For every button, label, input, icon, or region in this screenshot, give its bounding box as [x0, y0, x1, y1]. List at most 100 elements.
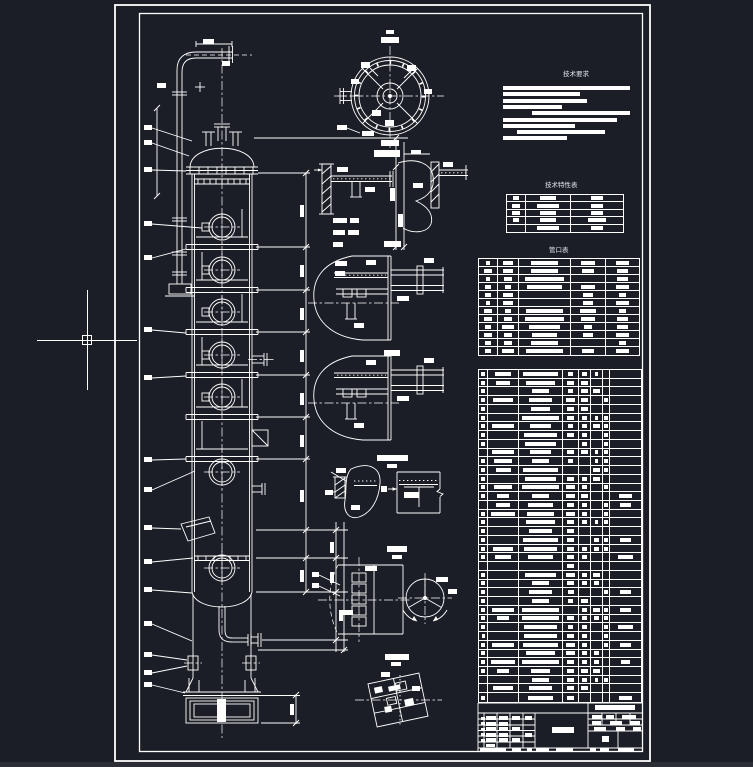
- dimension-lines[interactable]: [254, 125, 408, 727]
- nozzle-table-title: 管口表: [549, 246, 569, 254]
- text-bar: [616, 300, 629, 305]
- tower-front-view[interactable]: [157, 39, 274, 738]
- table-cell: [603, 675, 610, 684]
- text-bar: [481, 467, 485, 472]
- table-cell: [603, 693, 610, 702]
- table-cell: [603, 448, 610, 457]
- text-bar: [496, 494, 510, 499]
- table-cell: [563, 378, 579, 387]
- detail-view-a[interactable]: [314, 150, 468, 233]
- table-cell: [610, 553, 641, 561]
- spec-table[interactable]: [506, 194, 624, 233]
- table-cell: [479, 675, 488, 684]
- detail-view-b[interactable]: [308, 241, 444, 341]
- text-bar: [526, 308, 563, 313]
- text-bar: [502, 300, 514, 305]
- table-cell: [519, 614, 563, 623]
- table-cell: [610, 580, 641, 588]
- bom-parts-table[interactable]: [478, 369, 642, 703]
- text-bar: [539, 218, 557, 223]
- nozzle-table[interactable]: [478, 258, 640, 356]
- text-bar: [512, 218, 520, 223]
- table-cell: [519, 275, 571, 282]
- table-cell: [603, 396, 610, 404]
- table-cell: [591, 439, 603, 448]
- text-bar: [529, 590, 552, 595]
- text-bar: [502, 324, 514, 329]
- table-row: [479, 501, 641, 510]
- table-cell: [498, 307, 519, 314]
- table-row: [479, 623, 641, 633]
- table-cell: [571, 275, 606, 282]
- table-cell: [579, 439, 591, 448]
- table-cell: [563, 614, 579, 623]
- table-row: [507, 217, 623, 225]
- table-row: [507, 224, 623, 232]
- text-bar: [525, 476, 556, 481]
- text-bar: [530, 268, 559, 273]
- text-bar: [615, 284, 630, 289]
- text-bar: [485, 260, 491, 265]
- table-row: [479, 562, 641, 571]
- table-cell: [579, 553, 591, 562]
- table-row: [479, 675, 641, 685]
- detail-view-flange-circle[interactable]: [312, 546, 457, 642]
- table-cell: [579, 492, 591, 501]
- text-bar: [503, 123, 575, 128]
- table-cell: [610, 440, 641, 448]
- text-bar: [581, 581, 588, 586]
- table-cell: [519, 323, 571, 330]
- table-cell: [591, 658, 603, 666]
- table-cell: [498, 347, 519, 355]
- table-row: [479, 518, 641, 528]
- table-cell: [610, 676, 641, 684]
- table-cell: [571, 210, 623, 216]
- table-cell: [519, 378, 563, 387]
- text-bar: [537, 203, 559, 208]
- text-bar: [480, 651, 486, 656]
- table-cell: [479, 323, 498, 330]
- table-cell: [591, 675, 603, 684]
- text-bar: [503, 316, 513, 321]
- text-bar: [567, 581, 574, 586]
- text-bar: [481, 717, 485, 720]
- leader-callouts-left[interactable]: [144, 104, 203, 694]
- table-cell: [479, 588, 488, 597]
- text-bar: [604, 459, 608, 464]
- table-cell: [571, 347, 606, 355]
- table-cell: [519, 535, 563, 544]
- table-cell: [488, 492, 519, 501]
- table-cell: [498, 315, 519, 322]
- detail-view-rotated[interactable]: [355, 654, 442, 728]
- text-bar: [528, 555, 553, 560]
- detail-view-leaf[interactable]: [325, 465, 444, 519]
- table-cell: [563, 492, 579, 501]
- top-plan-view[interactable]: [334, 30, 444, 157]
- text-bar: [529, 450, 552, 455]
- text-bar: [480, 529, 486, 534]
- text-bar: [486, 738, 496, 742]
- text-bar: [480, 748, 506, 752]
- table-cell: [488, 474, 519, 483]
- text-bar: [581, 668, 588, 673]
- text-bar: [567, 633, 574, 638]
- manholes[interactable]: [201, 210, 240, 585]
- text-bar: [594, 727, 606, 731]
- text-bar: [503, 340, 513, 345]
- table-row: [479, 291, 639, 299]
- table-cell: [498, 323, 519, 330]
- table-cell: [488, 396, 519, 404]
- table-cell: [479, 347, 498, 355]
- table-row: [479, 299, 639, 307]
- text-bar: [530, 668, 551, 673]
- text-bar: [580, 308, 596, 313]
- detail-view-c[interactable]: [307, 350, 445, 468]
- table-cell: [498, 275, 519, 282]
- table-cell: [488, 675, 519, 684]
- sheet-border[interactable]: [114, 4, 651, 762]
- text-bar: [532, 598, 549, 603]
- text-bar: [531, 406, 550, 411]
- table-cell: [603, 378, 610, 387]
